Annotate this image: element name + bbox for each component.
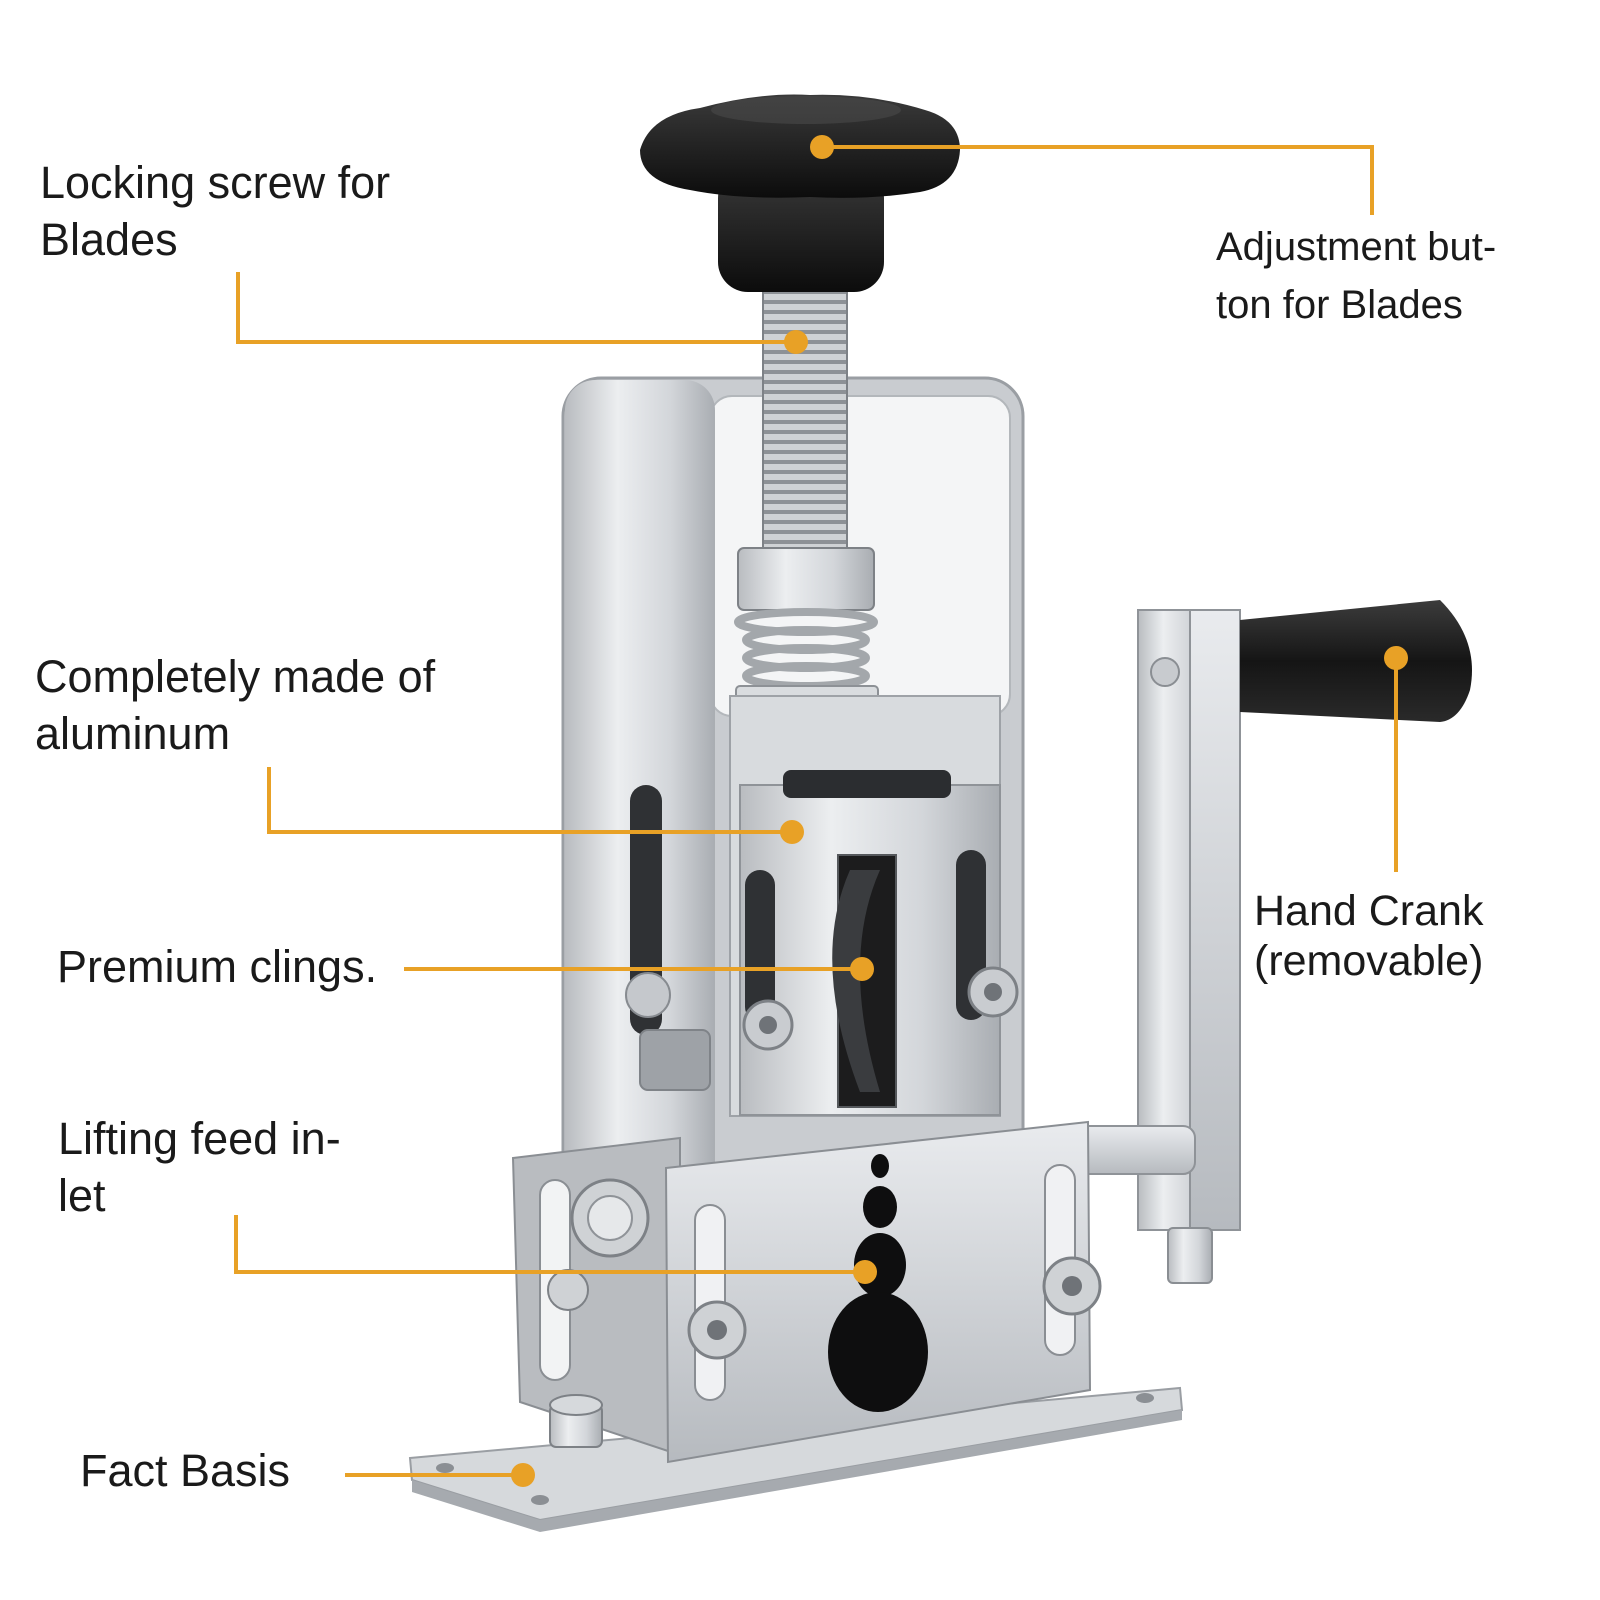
blade-wheel bbox=[832, 870, 880, 1092]
callout-line-lifting bbox=[234, 1215, 865, 1274]
callout-lines bbox=[234, 145, 1398, 1477]
callout-dot-crank bbox=[1384, 646, 1408, 670]
label-hand-crank-line2: (removable) bbox=[1254, 937, 1484, 985]
label-clings-line1: Premium clings. bbox=[57, 941, 378, 992]
locking-screw bbox=[734, 284, 879, 705]
label-aluminum-line1: Completely made of bbox=[35, 651, 436, 702]
label-lifting-feed: Lifting feed in- let bbox=[58, 1110, 341, 1224]
slider-block bbox=[729, 695, 1019, 1117]
callout-dot-locking bbox=[784, 330, 808, 354]
label-hand-crank: Hand Crank (removable) bbox=[1254, 886, 1483, 986]
label-aluminum-line2: aluminum bbox=[35, 708, 231, 759]
label-locking-screw-line2: Blades bbox=[40, 214, 178, 265]
callout-dots bbox=[511, 135, 1408, 1487]
label-lifting-line2: let bbox=[58, 1170, 106, 1221]
callout-line-aluminum bbox=[267, 767, 792, 834]
callout-dot-fact bbox=[511, 1463, 535, 1487]
label-hand-crank-line1: Hand Crank bbox=[1254, 887, 1484, 935]
label-adjustment-button: Adjustment but- ton for Blades bbox=[1216, 218, 1496, 334]
feed-plate bbox=[511, 1120, 1102, 1464]
callout-dot-lifting bbox=[853, 1260, 877, 1284]
label-adjustment-line1: Adjustment but- bbox=[1216, 225, 1497, 269]
label-clings: Premium clings. bbox=[57, 938, 377, 995]
callout-line-adjust bbox=[822, 145, 1374, 215]
adjustment-knob bbox=[640, 94, 960, 292]
label-locking-screw: Locking screw for Blades bbox=[40, 154, 390, 268]
label-fact-basis: Fact Basis bbox=[80, 1442, 290, 1499]
label-fact-basis-line1: Fact Basis bbox=[80, 1445, 291, 1496]
label-adjustment-line2: ton for Blades bbox=[1216, 283, 1463, 327]
callout-line-locking bbox=[236, 272, 796, 344]
label-locking-screw-line1: Locking screw for bbox=[40, 157, 391, 208]
crank-handle bbox=[1240, 600, 1472, 722]
callout-dot-aluminum bbox=[780, 820, 804, 844]
label-aluminum: Completely made of aluminum bbox=[35, 648, 435, 762]
label-lifting-line1: Lifting feed in- bbox=[58, 1113, 341, 1164]
callout-dot-clings bbox=[850, 957, 874, 981]
callout-dot-adjust bbox=[810, 135, 834, 159]
